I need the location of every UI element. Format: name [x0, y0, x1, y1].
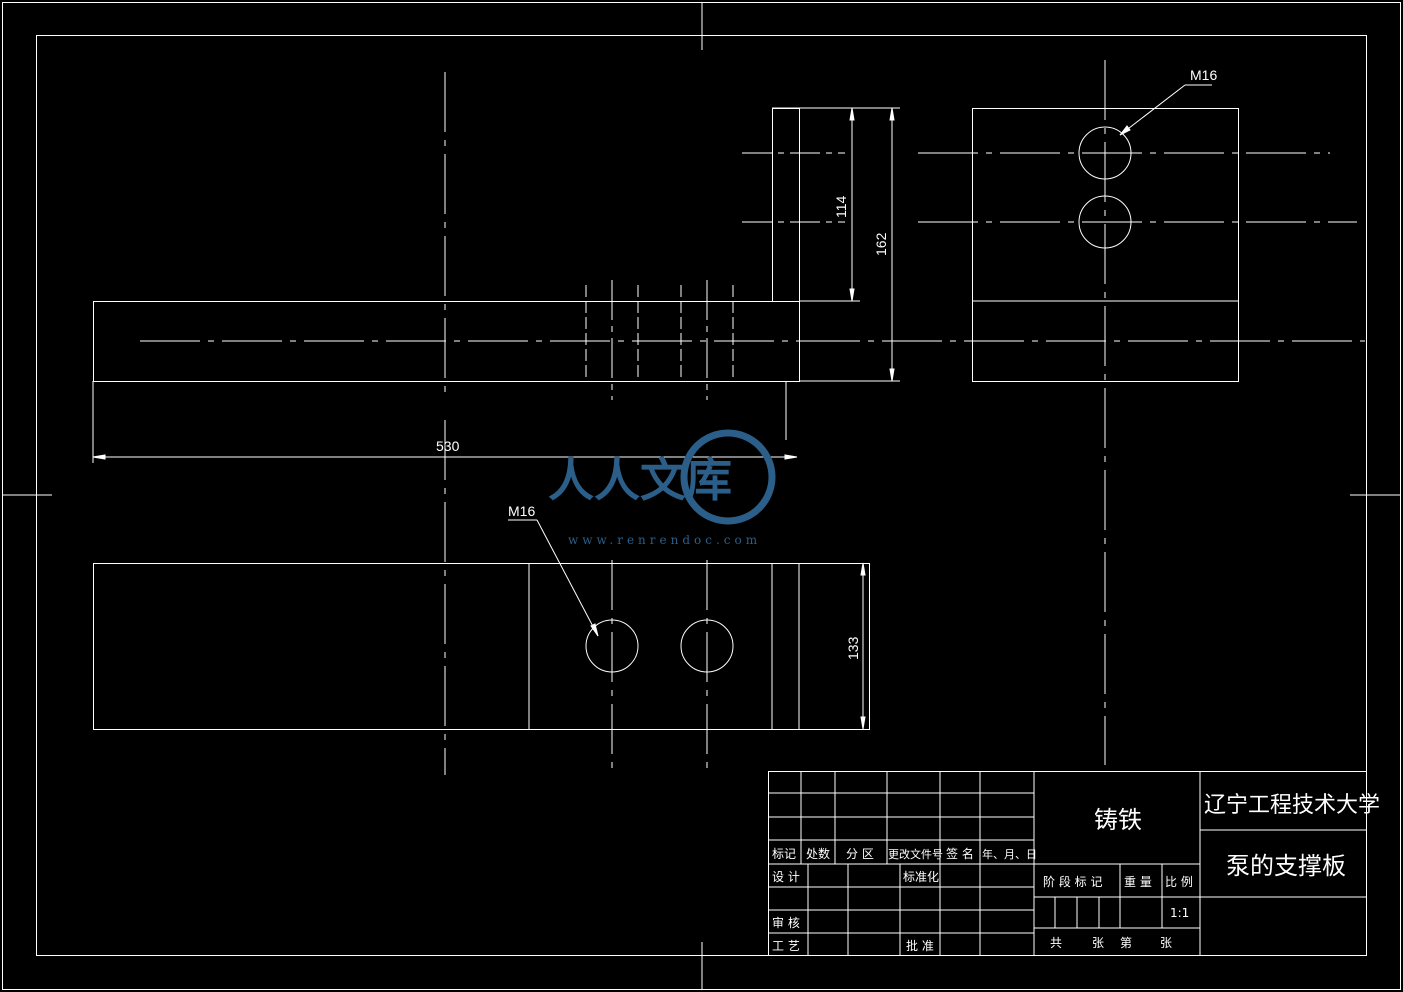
arrow [784, 454, 798, 460]
watermark-ring [680, 429, 776, 525]
tb-sheets-total: 共 [1050, 936, 1062, 950]
tb-school: 辽宁工程技术大学 [1204, 793, 1380, 818]
dim-text-162: 162 [873, 232, 889, 256]
tb-header-mark: 标记 [772, 847, 796, 861]
top-view [93, 420, 870, 775]
tb-row-design: 设 计 [772, 870, 800, 884]
tb-stage-mark: 阶 段 标 记 [1043, 874, 1102, 889]
arrow [1119, 125, 1131, 136]
tb-row-standardization: 标准化 [903, 870, 939, 884]
tb-header-change-doc: 更改文件号 [888, 847, 943, 861]
tb-row-process: 工 艺 [772, 939, 800, 953]
title-block [768, 771, 1367, 956]
watermark-url: www.renrendoc.com [568, 533, 761, 547]
tb-sheets-unit1: 张 [1092, 936, 1104, 950]
side-view [800, 60, 1365, 765]
tb-ratio: 比 例 [1165, 875, 1193, 889]
tb-weight: 重 量 [1124, 875, 1152, 889]
leader-m16-bottom [536, 519, 599, 637]
dim-text-530: 530 [436, 438, 460, 454]
tb-header-date: 年、月、日 [982, 847, 1037, 861]
dim-text-114: 114 [833, 195, 849, 218]
dim-text-133: 133 [845, 636, 861, 660]
arrow [590, 623, 599, 637]
label-m16-bottom: M16 [508, 503, 535, 519]
watermark: 人人文库 www.renrendoc.com [548, 429, 776, 547]
label-m16-top: M16 [1190, 67, 1217, 83]
arrow [849, 107, 855, 121]
tb-sheets-unit2: 张 [1160, 936, 1172, 950]
arrow [889, 368, 895, 382]
tb-sheets-nth: 第 [1120, 936, 1132, 950]
tb-header-zone: 分 区 [846, 847, 874, 861]
tb-row-review: 审 核 [772, 915, 800, 930]
arrow [849, 288, 855, 302]
tb-part-name: 泵的支撑板 [1226, 852, 1346, 880]
watermark-text: 人人文库 [548, 453, 732, 507]
arrow [860, 562, 866, 576]
arrow [92, 454, 106, 460]
tb-scale-value: 1:1 [1170, 906, 1189, 920]
arrow [889, 107, 895, 121]
leader-m16-top [1119, 84, 1186, 136]
tb-header-count: 处数 [806, 846, 830, 861]
arrow [860, 716, 866, 730]
tb-header-signature: 签 名 [946, 846, 974, 861]
tb-row-approve: 批 准 [906, 938, 934, 953]
front-vertical-plate [772, 108, 800, 302]
front-view [92, 72, 900, 463]
tb-material: 铸铁 [1094, 806, 1142, 834]
top-outline [93, 563, 870, 730]
